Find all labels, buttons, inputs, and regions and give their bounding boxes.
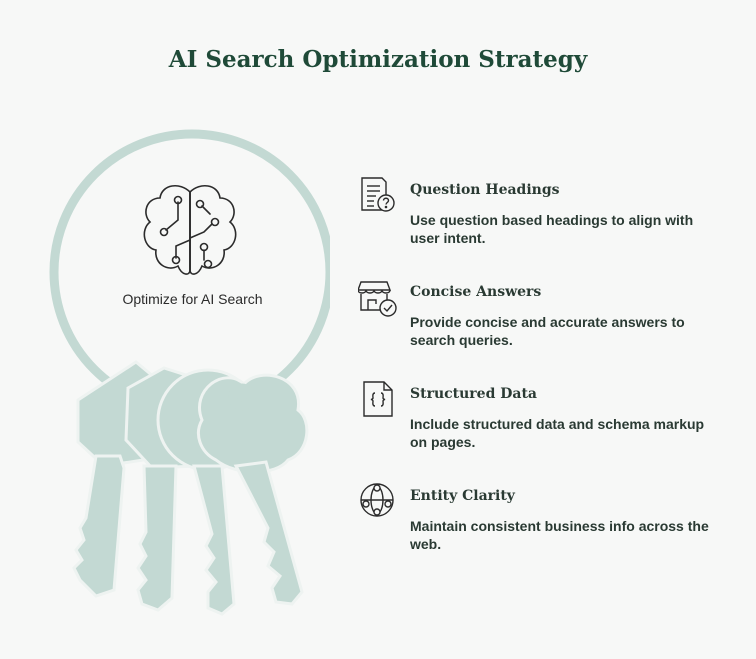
brain-icon <box>143 185 237 275</box>
item-title: Structured Data <box>410 386 537 402</box>
item-description: Provide concise and accurate answers to … <box>410 314 685 348</box>
item-title: Entity Clarity <box>410 488 515 504</box>
key-4 <box>197 373 309 606</box>
item-description: Use question based headings to align wit… <box>410 212 694 246</box>
item-title: Concise Answers <box>410 284 542 300</box>
center-label: Optimize for AI Search <box>122 291 263 307</box>
storefront-check-icon <box>358 281 397 317</box>
keyring-illustration <box>49 129 330 616</box>
page-title: AI Search Optimization Strategy <box>168 46 588 73</box>
item-description: Maintain consistent business info across… <box>410 518 709 552</box>
code-braces-document-icon <box>363 381 393 417</box>
key-ring <box>49 129 330 415</box>
network-globe-icon <box>360 483 394 517</box>
item-title: Question Headings <box>410 182 560 198</box>
question-document-icon <box>361 177 395 212</box>
keys <box>72 360 309 616</box>
item-description: Include structured data and schema marku… <box>410 416 705 450</box>
